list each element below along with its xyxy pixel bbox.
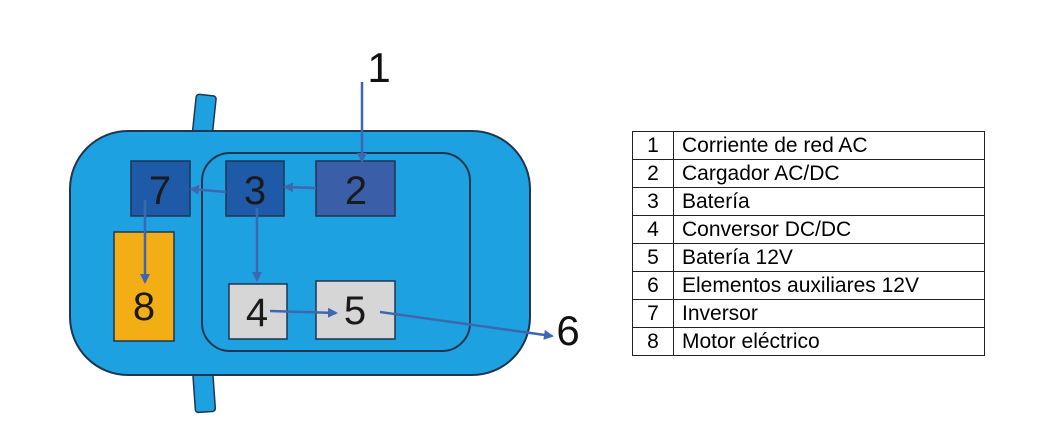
inner-compartment <box>201 152 471 352</box>
label-box-3: 3 <box>244 169 266 213</box>
arrow-5-to-6 <box>379 310 554 340</box>
legend-number: 6 <box>632 271 674 300</box>
arrow-3-to-7 <box>189 184 227 195</box>
legend-label: Inversor <box>673 299 985 328</box>
legend-number: 5 <box>632 243 674 272</box>
arrow-2-to-3 <box>283 182 317 193</box>
legend-label: Batería 12V <box>673 243 985 272</box>
label-external-1: 1 <box>367 44 390 91</box>
label-box-7: 7 <box>149 169 171 213</box>
legend-number: 8 <box>632 327 674 356</box>
legend-number: 1 <box>632 131 674 160</box>
legend-label: Elementos auxiliares 12V <box>673 271 985 300</box>
box-charger <box>315 160 396 217</box>
legend-label: Motor eléctrico <box>673 327 985 356</box>
label-external-6: 6 <box>556 307 579 354</box>
label-box-4: 4 <box>246 291 268 335</box>
legend-label: Conversor DC/DC <box>673 215 985 244</box>
legend-number: 2 <box>632 159 674 188</box>
legend-number: 7 <box>632 299 674 328</box>
label-box-2: 2 <box>345 169 367 213</box>
legend-label: Batería <box>673 187 985 216</box>
label-box-8: 8 <box>133 285 155 329</box>
legend-number: 3 <box>632 187 674 216</box>
arrow-4-to-5 <box>269 307 338 318</box>
label-box-5: 5 <box>344 289 366 333</box>
legend-label: Cargador AC/DC <box>673 159 985 188</box>
legend-label: Corriente de red AC <box>673 131 985 160</box>
legend-number: 4 <box>632 215 674 244</box>
